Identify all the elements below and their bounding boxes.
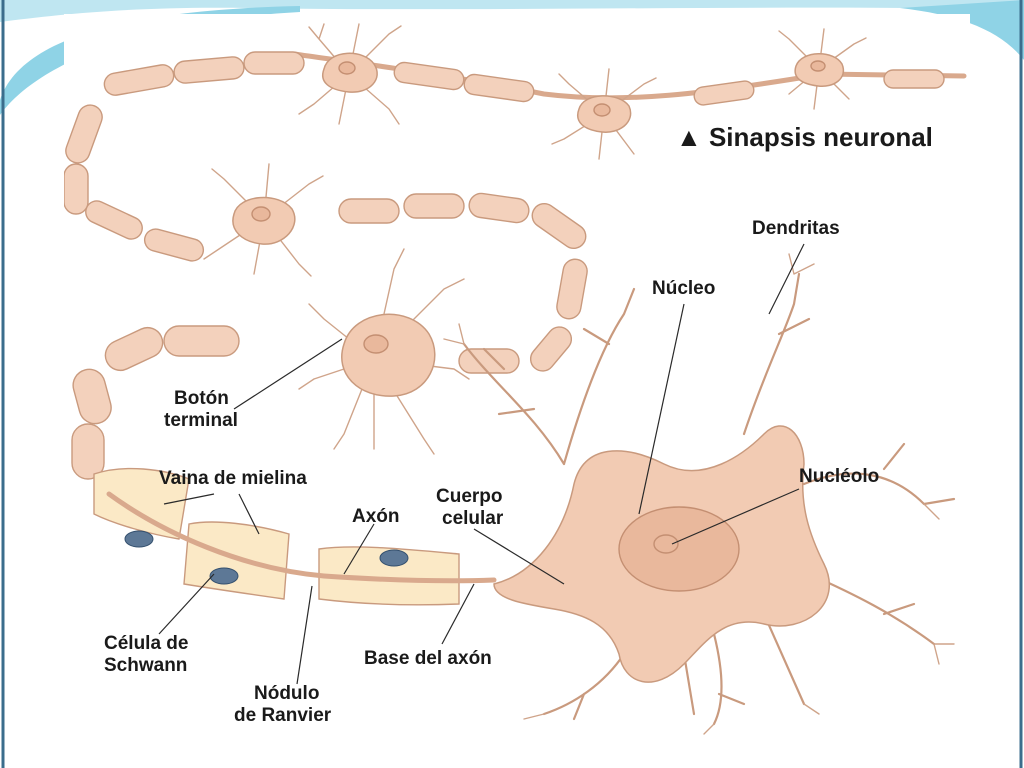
schwann-nucleus — [379, 549, 409, 567]
label-nodulo-line1: Nódulo — [254, 683, 319, 704]
label-cuerpo-line2: celular — [442, 508, 504, 529]
label-vaina: Vaina de mielina — [159, 468, 307, 489]
center-neuron — [298, 248, 470, 455]
leader-nucleolo — [671, 488, 800, 545]
top-right-swoosh — [900, 0, 1024, 60]
left-loop-segments — [64, 104, 588, 374]
leader-axon — [343, 523, 375, 575]
schwann-nucleus — [209, 567, 239, 585]
label-base: Base del axón — [364, 648, 492, 669]
top-wave-decoration — [0, 0, 1024, 22]
label-cuerpo-line1: Cuerpo — [436, 486, 503, 507]
diagram-background — [64, 14, 970, 736]
label-boton-line2: terminal — [164, 410, 238, 431]
diagram-caption-text: ▲ Sinapsis neuronal — [676, 122, 933, 152]
label-axon: Axón — [352, 506, 400, 527]
leader-celula — [158, 573, 215, 635]
lower-axon — [71, 325, 497, 606]
leader-cuerpo — [473, 528, 565, 585]
leader-boton — [233, 338, 343, 410]
label-boton-line1: Botón — [174, 388, 229, 409]
leader-lines — [158, 243, 805, 685]
neuron-diagram: ▲ Sinapsis neuronal Dendritas Núcleo Nuc… — [64, 14, 970, 736]
leader-base — [441, 583, 475, 645]
label-celula-line2: Schwann — [104, 655, 187, 676]
label-nodulo-line2: de Ranvier — [234, 705, 332, 726]
top-neuron-chain — [103, 23, 967, 160]
label-dendritas: Dendritas — [752, 218, 840, 239]
label-celula-line1: Célula de — [104, 633, 188, 654]
leader-nucleo — [638, 303, 685, 515]
leader-nodulo — [296, 585, 313, 685]
label-nucleolo: Nucléolo — [799, 466, 879, 487]
leader-dendritas — [768, 243, 805, 315]
label-nucleo: Núcleo — [652, 278, 715, 299]
schwann-nucleus — [124, 530, 154, 548]
leader-vaina-1 — [163, 493, 215, 505]
leader-vaina-2 — [238, 493, 260, 535]
